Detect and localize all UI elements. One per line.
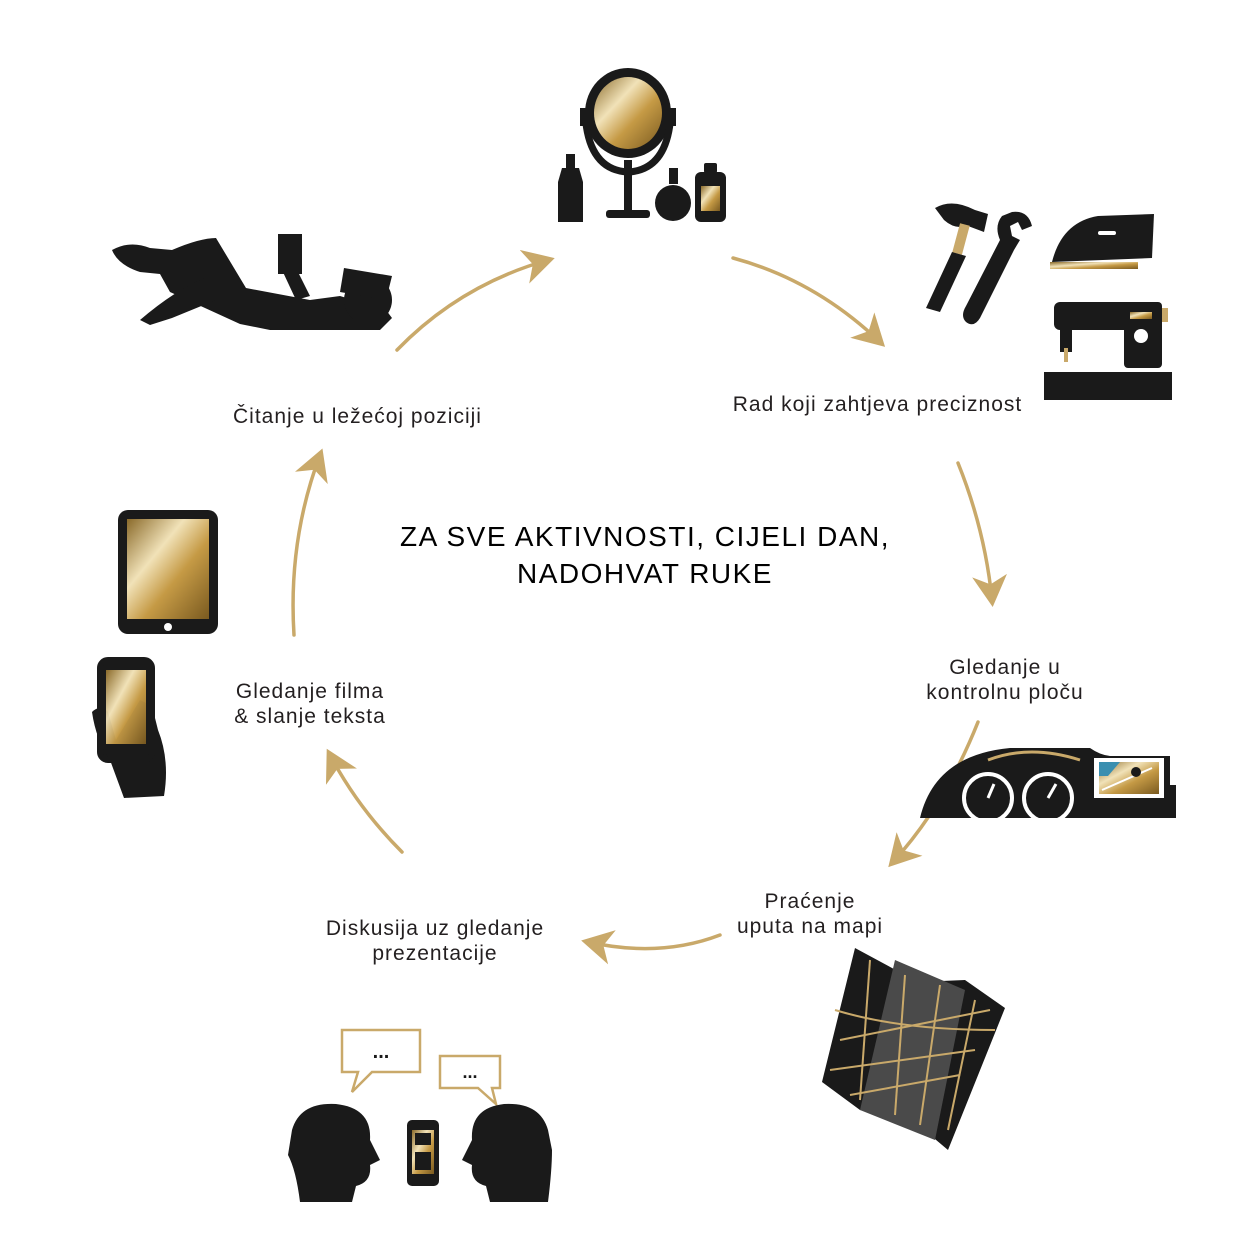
activity-label-dashboard: Gledanje u kontrolnu ploču — [900, 655, 1110, 705]
arrow-map-to-discussion — [581, 930, 722, 965]
cycle-arrows — [291, 249, 1007, 965]
center-title-line: NADOHVAT RUKE — [517, 558, 773, 589]
center-title: ZA SVE AKTIVNOSTI, CIJELI DAN, NADOHVAT … — [325, 518, 965, 592]
arrow-mirror-to-tools — [731, 256, 886, 347]
activity-label-map: Praćenje uputa na mapi — [705, 889, 915, 939]
activity-label-line: Praćenje — [764, 890, 856, 913]
center-title-line: ZA SVE AKTIVNOSTI, CIJELI DAN, — [399, 521, 890, 552]
folded-map-icon — [822, 948, 1005, 1150]
activity-label-line: uputa na mapi — [736, 915, 884, 938]
activity-label-line: Rad koji zahtjeva preciznost — [732, 393, 1023, 416]
tablet-and-phone-icon — [92, 510, 218, 798]
activity-label-line: prezentacije — [372, 942, 498, 965]
person-reading-lying-icon — [112, 234, 392, 330]
arrow-discussion-to-phone — [325, 748, 404, 854]
mirror-and-cosmetics-icon — [558, 68, 726, 222]
activity-label-precision-work: Rad koji zahtjeva preciznost — [700, 392, 1055, 417]
activity-label-line: Čitanje u ležećoj poziciji — [233, 405, 482, 428]
svg-text:...: ... — [373, 1041, 390, 1063]
car-dashboard-icon — [920, 748, 1176, 824]
activity-label-line: kontrolnu ploču — [926, 681, 1084, 704]
activity-label-line: Gledanje filma — [235, 680, 385, 703]
activity-label-line: Gledanje u — [949, 656, 1061, 679]
activity-label-reading: Čitanje u ležećoj poziciji — [200, 404, 515, 429]
arrow-tools-to-dashboard — [956, 461, 1007, 607]
svg-text:...: ... — [462, 1062, 477, 1082]
activity-label-film-texting: Gledanje filma & slanje teksta — [205, 679, 415, 729]
two-people-talking-icon: ... ... — [288, 1028, 552, 1202]
activity-label-line: Diskusija uz gledanje — [325, 917, 545, 940]
arrow-phone-to-reading — [291, 448, 328, 637]
activity-label-line: & slanje teksta — [234, 705, 386, 728]
arrow-reading-to-mirror — [395, 249, 555, 352]
tools-iron-sewing-machine-icon — [926, 203, 1172, 400]
activity-label-discussion: Diskusija uz gledanje prezentacije — [290, 916, 580, 966]
